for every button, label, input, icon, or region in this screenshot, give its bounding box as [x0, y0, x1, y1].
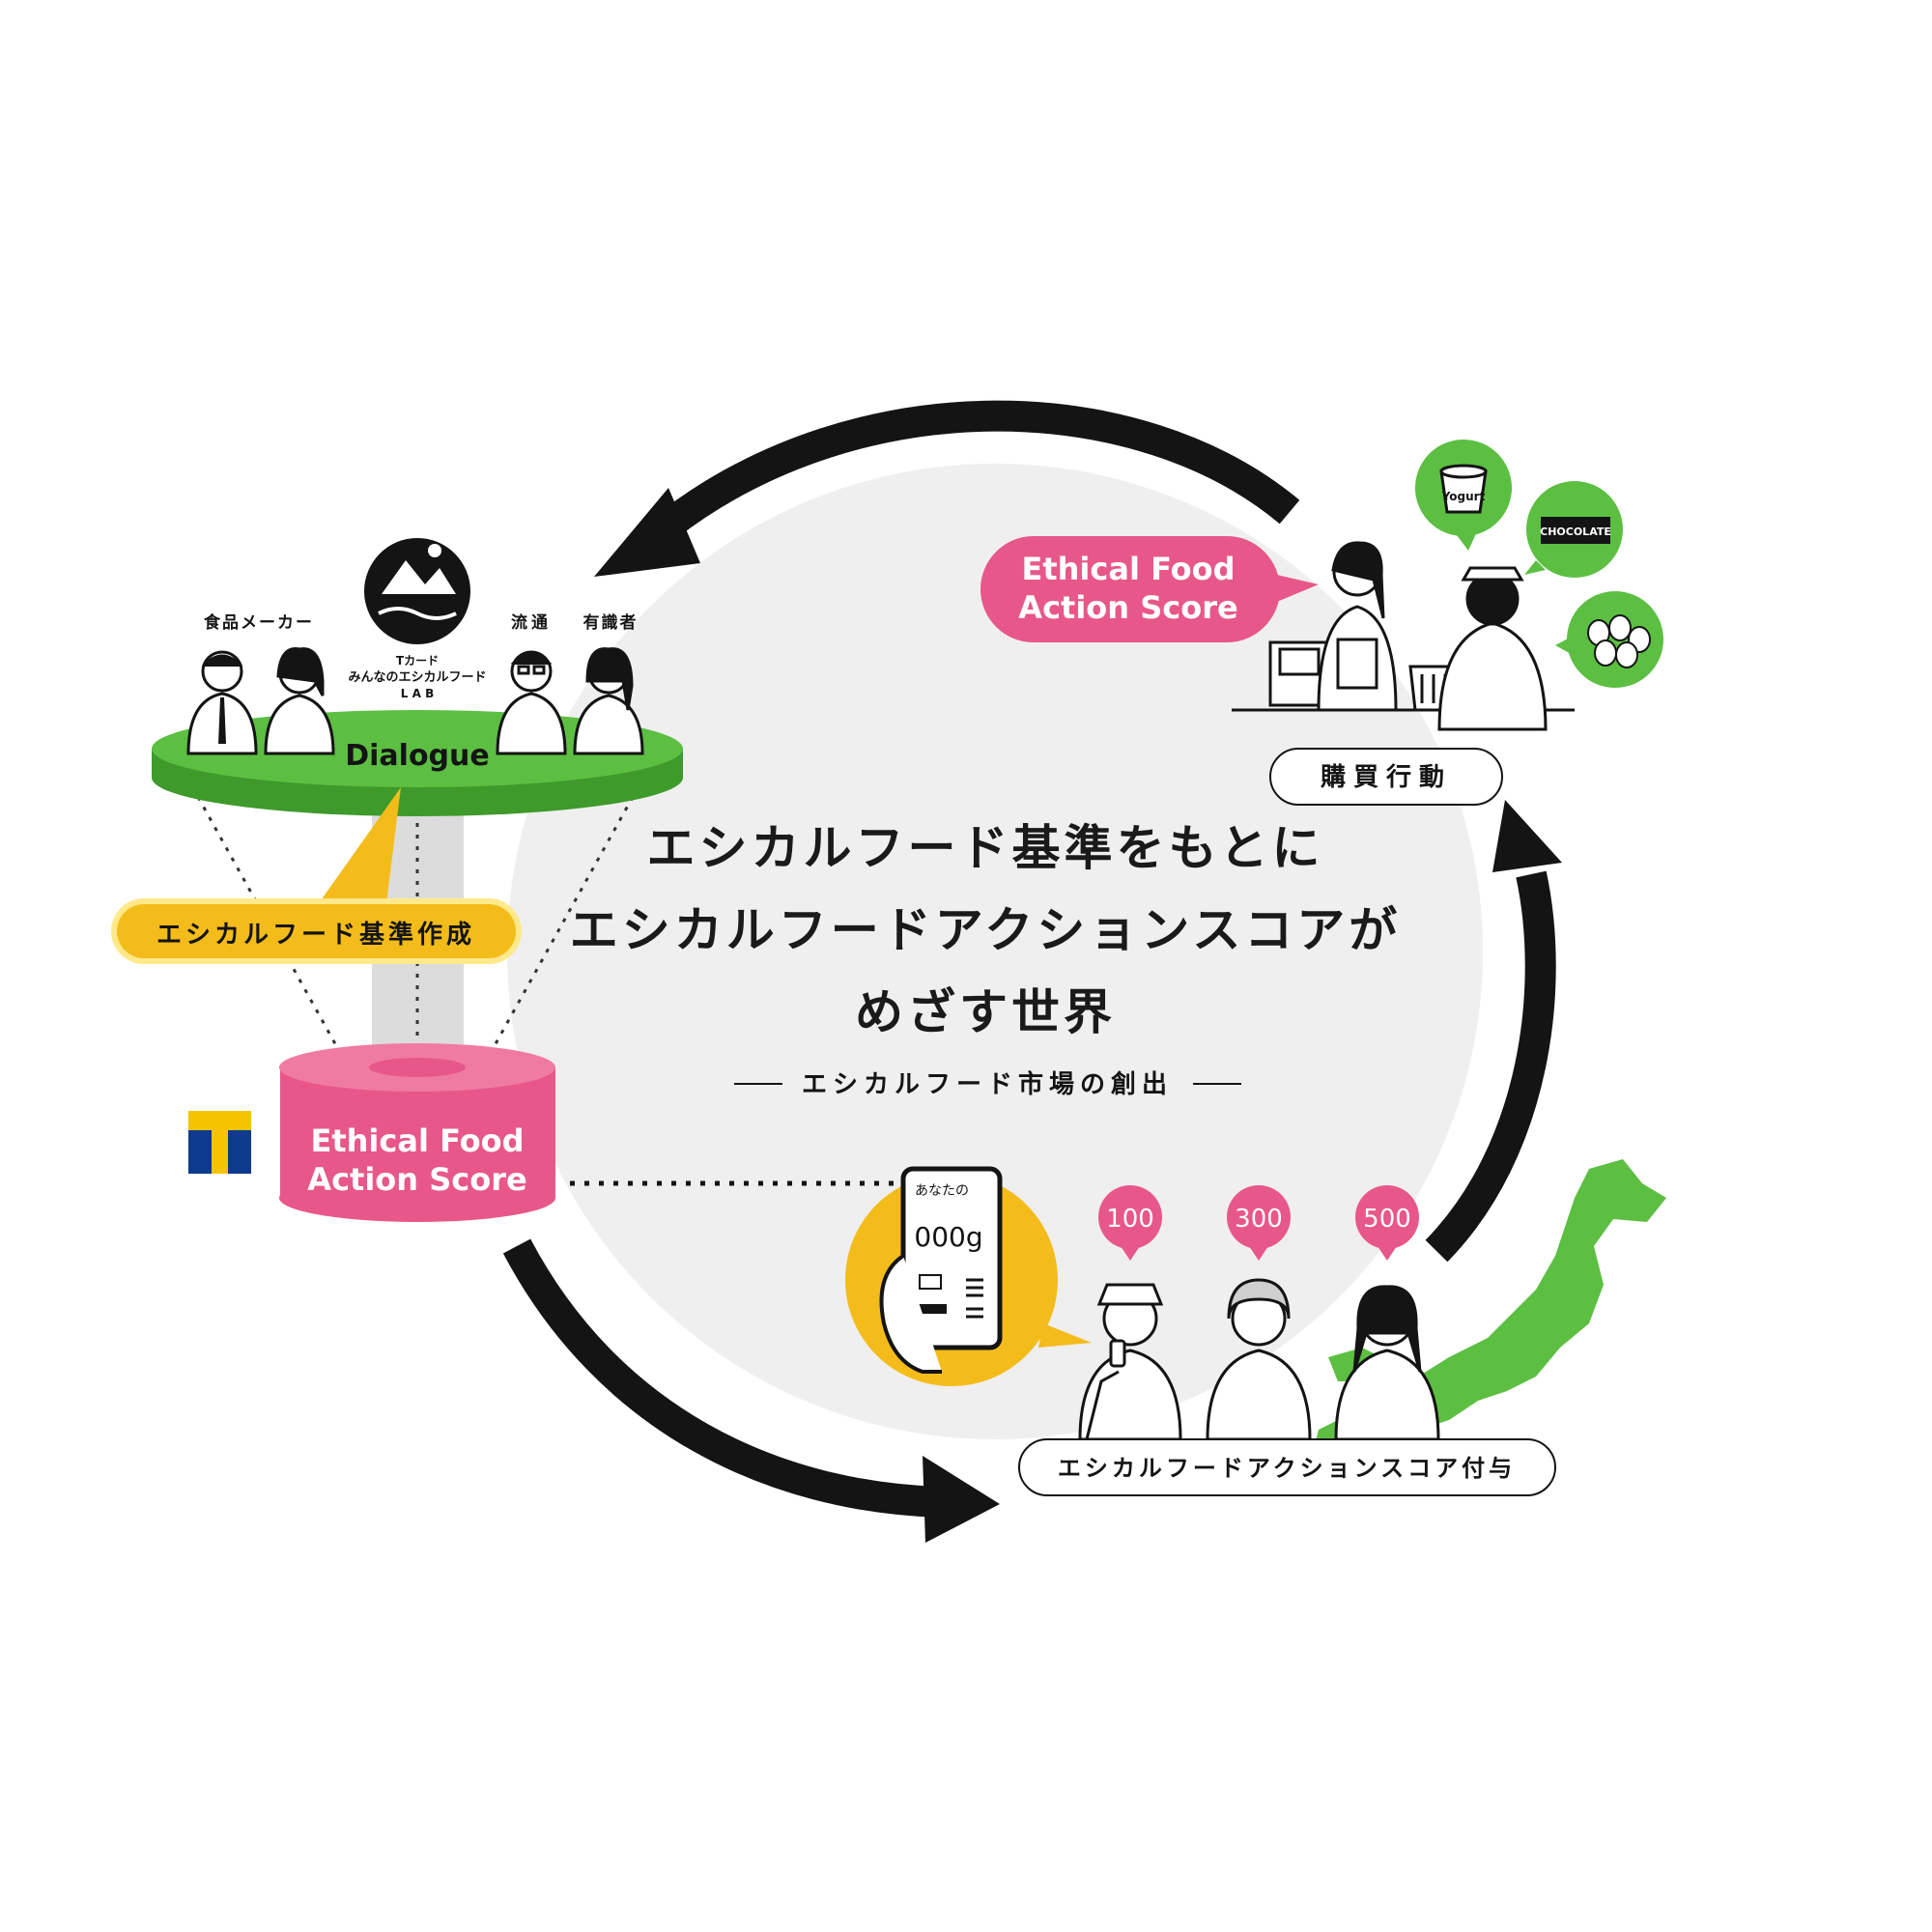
- phone-header: あなたの: [915, 1183, 969, 1199]
- cycle-arrow-right: [1425, 800, 1562, 1263]
- tcard-logo: [188, 1111, 251, 1174]
- cycle-arrow-bottom: [502, 1238, 1000, 1543]
- center-title-line3: めざす世界: [855, 984, 1116, 1040]
- cashier-person: [1317, 541, 1398, 712]
- phone-value: 000g: [914, 1221, 982, 1253]
- score-cylinder: [279, 1043, 555, 1222]
- center-title-line1: エシカルフード基準をもとに: [647, 820, 1324, 876]
- phone-device: [879, 1166, 1003, 1374]
- lab-logo-emblem: [364, 538, 470, 644]
- stakeholder-people: [186, 647, 644, 755]
- score-bubble-line2: Action Score: [1018, 589, 1237, 626]
- award-person-3: [1334, 1285, 1440, 1441]
- group-label-maker: 食品メーカー: [204, 612, 314, 633]
- yogurt-label: Yogurt: [1441, 490, 1486, 503]
- point-badge-2: [1227, 1185, 1291, 1261]
- award-person-1: [1078, 1283, 1182, 1441]
- customer-person: [1437, 566, 1548, 731]
- funnel-lines: [196, 796, 635, 1059]
- center-title-line2: エシカルフードアクションスコアが: [570, 902, 1402, 958]
- lab-logo-line3: L A B: [401, 687, 434, 700]
- award-label: エシカルフードアクションスコア付与: [1058, 1455, 1516, 1482]
- eggs-bubble: [1555, 591, 1663, 688]
- score-bubble-line1: Ethical Food: [1021, 551, 1235, 587]
- person-expert: [573, 647, 644, 755]
- dialogue-label: Dialogue: [345, 739, 490, 773]
- person-maker-2: [264, 647, 335, 755]
- checkout-scene: [1232, 541, 1575, 731]
- group-label-expert: 有識者: [583, 612, 639, 633]
- score-line2: Action Score: [307, 1161, 526, 1198]
- point-badge-3: [1355, 1185, 1419, 1261]
- purchase-label: 購買行動: [1321, 762, 1452, 792]
- cycle-arrow-top: [594, 400, 1300, 577]
- point-value-1: 100: [1106, 1205, 1154, 1234]
- japan-map: [1314, 1159, 1666, 1459]
- center-subtitle: エシカルフード市場の創出: [802, 1069, 1173, 1099]
- award-label-pill: [1018, 1438, 1556, 1496]
- point-value-2: 300: [1235, 1205, 1283, 1234]
- award-person-2: [1206, 1278, 1312, 1441]
- chocolate-bubble: [1524, 481, 1623, 578]
- score-bubble: [980, 536, 1319, 642]
- person-distribution: [496, 650, 567, 755]
- yogurt-bubble: [1415, 440, 1512, 551]
- award-people: [1078, 1278, 1440, 1441]
- group-label-distribution: 流通: [511, 612, 552, 633]
- lab-logo-line2: みんなのエシカルフード: [348, 670, 486, 685]
- person-maker-1: [186, 650, 258, 755]
- standard-label-badge: [111, 787, 522, 964]
- standard-label-text: エシカルフード基準作成: [156, 920, 475, 950]
- purchase-label-pill: [1269, 748, 1503, 806]
- point-badge-1: [1098, 1185, 1162, 1261]
- point-value-3: 500: [1363, 1205, 1411, 1234]
- score-line1: Ethical Food: [310, 1122, 524, 1159]
- lab-logo-line1: Tカード: [396, 654, 439, 668]
- chocolate-label: CHOCOLATE: [1540, 526, 1611, 538]
